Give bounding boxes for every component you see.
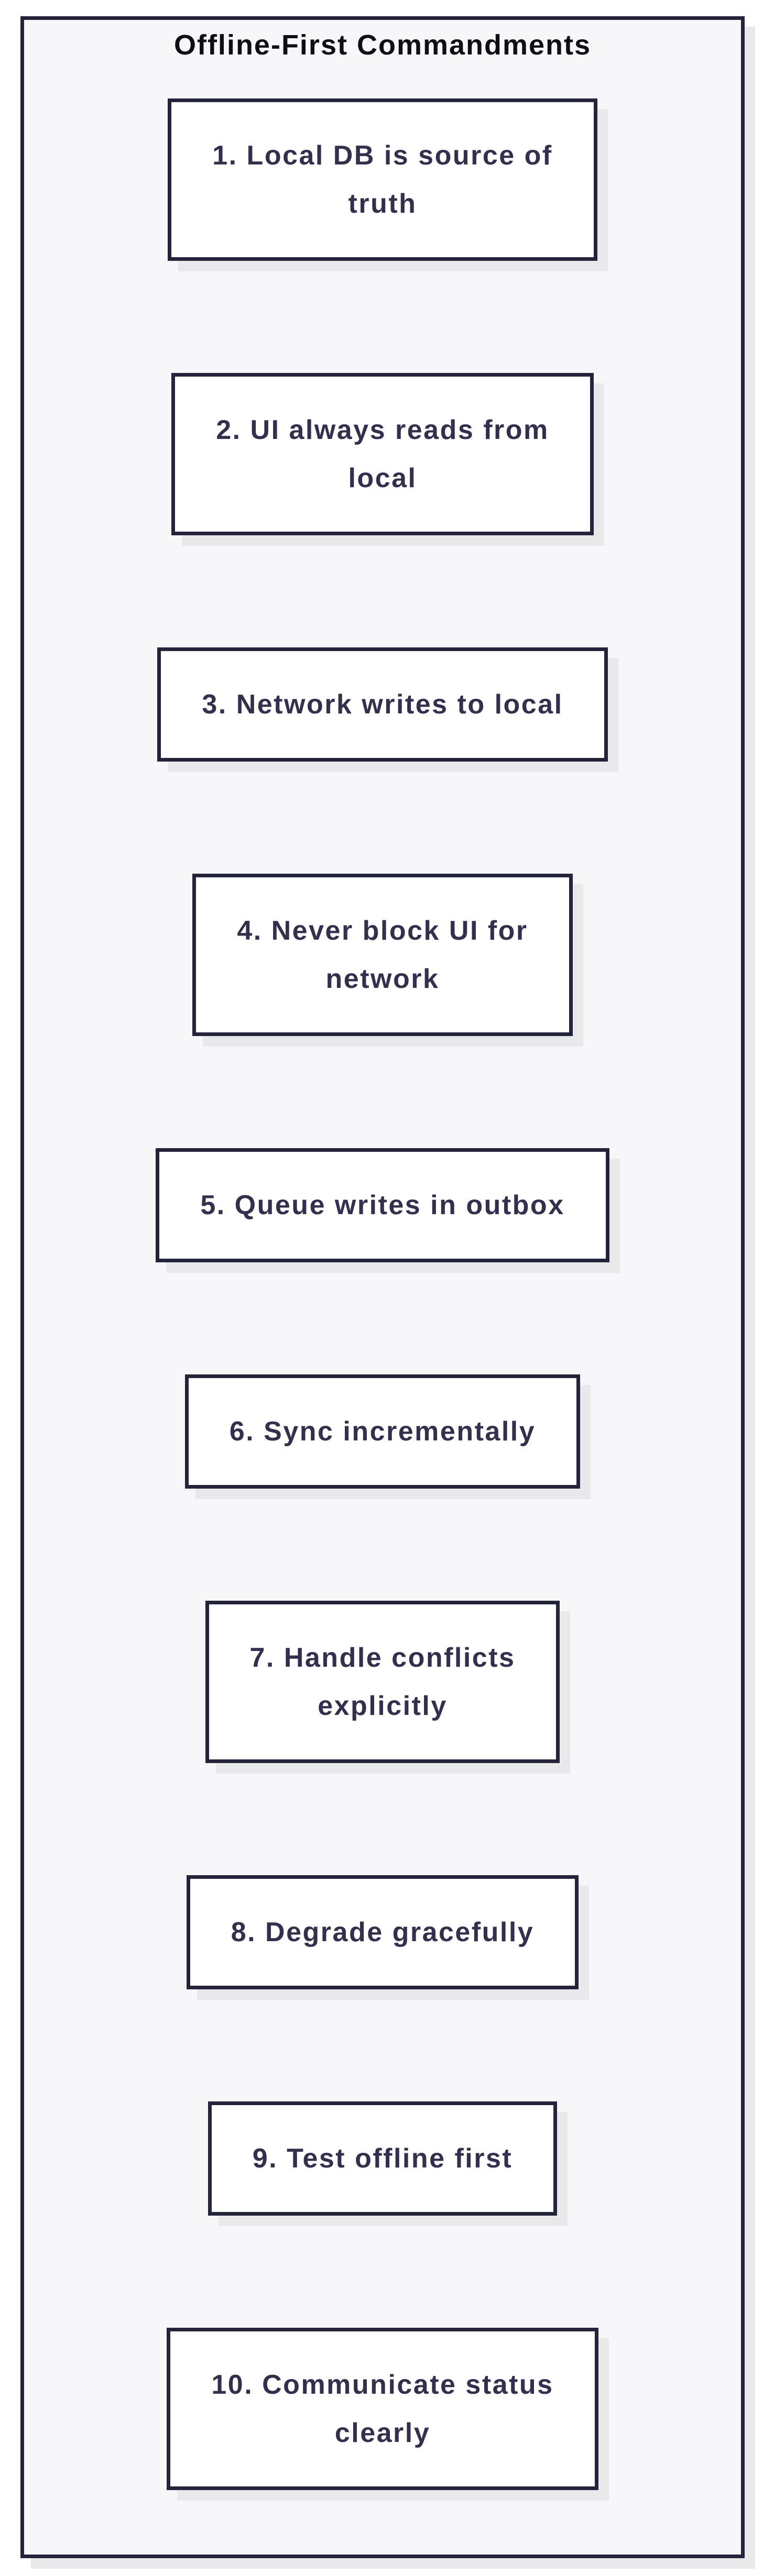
- commandment-text-line: local: [348, 463, 417, 493]
- commandment-text-line: network: [325, 964, 440, 994]
- commandment-text-line: 3. Network writes to local: [202, 689, 563, 720]
- commandment-box: 8. Degrade gracefully: [186, 1875, 579, 1989]
- commandment-box: 4. Never block UI for network: [192, 874, 573, 1036]
- commandment-text-line: 9. Test offline first: [252, 2143, 513, 2174]
- commandment-box: 10. Communicate status clearly: [167, 2328, 598, 2490]
- commandment-text-line: truth: [348, 189, 417, 219]
- commandment-text-line: 4. Never block UI for: [237, 916, 528, 946]
- commandment-text-line: explicitly: [318, 1691, 448, 1721]
- group-title: Offline-First Commandments: [173, 29, 592, 61]
- commandment-text-line: clearly: [334, 2418, 431, 2448]
- commandment-text-line: 10. Communicate status: [211, 2370, 554, 2400]
- commandment-box: 2. UI always reads from local: [171, 373, 594, 535]
- commandment-box: 7. Handle conflicts explicitly: [205, 1601, 560, 1763]
- commandment-text-line: 1. Local DB is source of: [212, 140, 553, 171]
- commandment-box: 3. Network writes to local: [157, 647, 608, 762]
- commandment-text-line: 5. Queue writes in outbox: [200, 1190, 565, 1220]
- commandments-group: Offline-First Commandments 1. Local DB i…: [20, 16, 745, 2558]
- commandment-text-line: 8. Degrade gracefully: [231, 1917, 535, 1947]
- commandment-box: 9. Test offline first: [208, 2101, 558, 2216]
- commandment-box: 6. Sync incrementally: [184, 1374, 581, 1489]
- commandment-text-line: 7. Handle conflicts: [249, 1643, 516, 1673]
- nodes-column: 1. Local DB is source of truth 2. UI alway…: [156, 98, 609, 2490]
- commandment-box: 5. Queue writes in outbox: [156, 1148, 609, 1262]
- commandment-box: 1. Local DB is source of truth: [168, 98, 597, 261]
- commandment-text-line: 2. UI always reads from: [216, 415, 549, 445]
- commandment-text-line: 6. Sync incrementally: [229, 1416, 536, 1447]
